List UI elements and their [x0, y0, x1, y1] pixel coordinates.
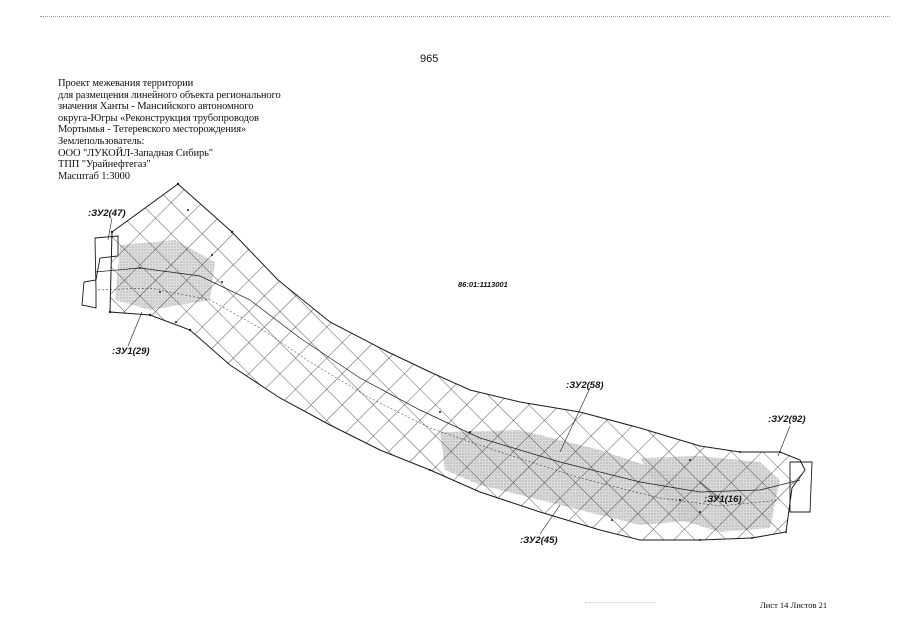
parcel-label: :ЗУ2(47) [88, 208, 126, 219]
parcel-label: :ЗУ1(16) [704, 494, 742, 505]
map-scale: Масштаб 1:3000 [58, 170, 130, 182]
land-user-division: ТПП "Урайнефтегаз" [58, 159, 151, 171]
title-line: для размещения линейного объекта региона… [58, 89, 281, 101]
parcel-right-end [789, 461, 813, 513]
title-line: Мортымья - Тетеревского месторождения» [58, 124, 247, 136]
page-number: 965 [420, 53, 439, 65]
faint-stamp [585, 602, 655, 603]
land-user-company: ООО "ЛУКОЙЛ-Западная Сибирь" [58, 147, 213, 159]
corridor-boundary [109, 183, 806, 541]
parcel-left-extension [81, 235, 119, 309]
parcel-label: :ЗУ2(92) [768, 414, 806, 425]
title-line: Проект межевания территории [58, 78, 194, 89]
title-block: Проект межевания территории для размещен… [58, 78, 338, 182]
title-line: округа-Югры «Реконструкция трубопроводов [58, 112, 259, 124]
land-user-heading: Землепользователь: [58, 135, 145, 147]
parcel-label: :ЗУ2(45) [520, 535, 558, 546]
title-line: значения Ханты - Мансийского автономного [58, 101, 254, 113]
pipeline-route [94, 267, 801, 493]
parcel-label: :ЗУ1(29) [112, 346, 150, 357]
parcel-label: :ЗУ2(58) [566, 380, 604, 391]
top-rule [40, 16, 890, 17]
sheet-info: Лист 14 Листов 21 [760, 600, 828, 610]
survey-points [108, 182, 787, 541]
cadastral-block-number: 86:01:1113001 [458, 280, 508, 289]
